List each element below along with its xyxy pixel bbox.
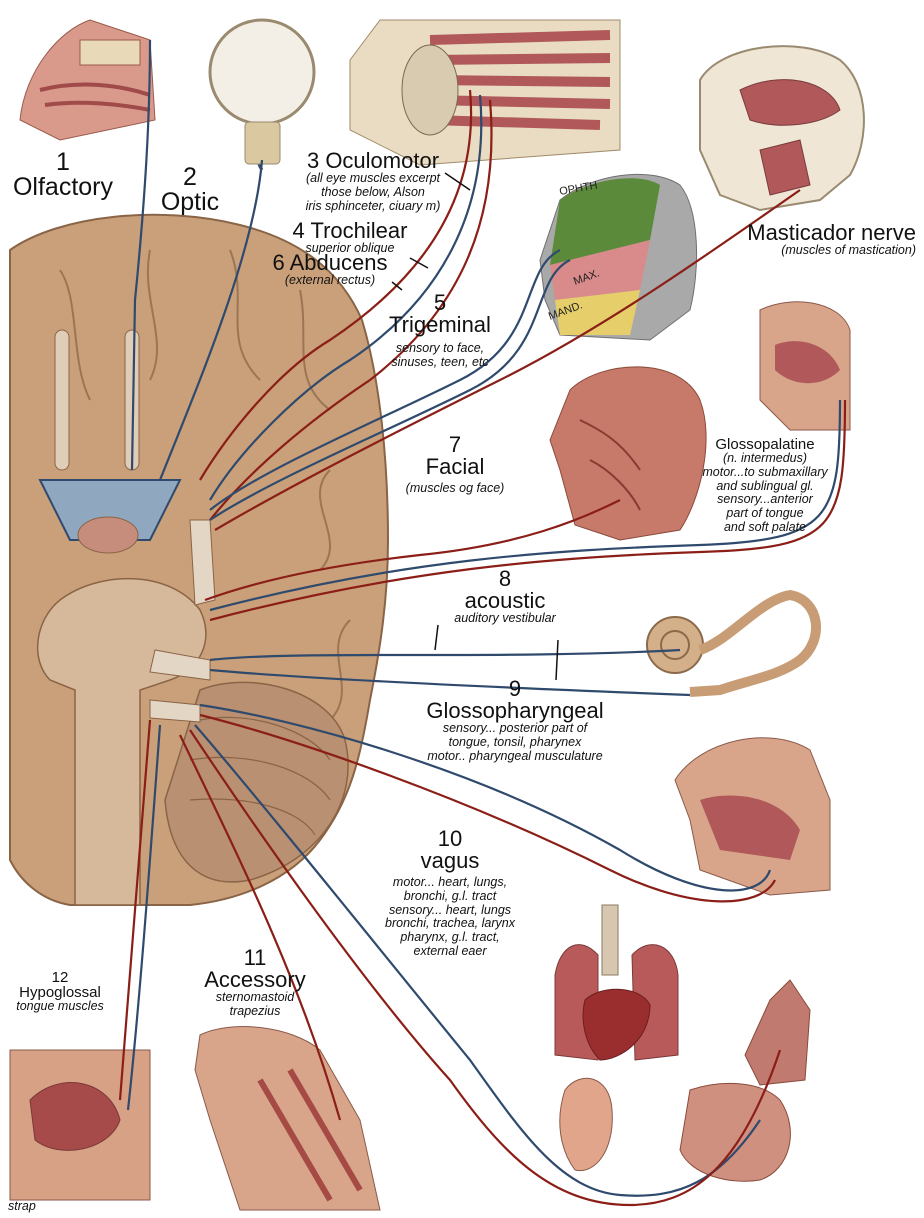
vagus-desc-6: external eaer bbox=[370, 945, 530, 959]
abducens-label: 6 Abducens (external rectus) bbox=[235, 252, 425, 288]
vagus-number: 10 bbox=[370, 828, 530, 850]
olfactory-label: 1 Olfactory bbox=[8, 150, 118, 200]
acoustic-desc: auditory vestibular bbox=[430, 612, 580, 626]
brain-underside bbox=[10, 215, 388, 905]
hypoglossal-number: 12 bbox=[5, 970, 115, 985]
trigeminal-number: 5 bbox=[360, 292, 520, 314]
hypoglossal-label: 12 Hypoglossal tongue muscles bbox=[5, 970, 115, 1014]
trigeminal-name: Trigeminal bbox=[360, 314, 520, 336]
stomach-intestines-image bbox=[680, 980, 810, 1181]
glossopalatine-desc-6: and soft palate bbox=[700, 521, 830, 535]
optic-name: Optic bbox=[150, 190, 230, 215]
trigeminal-label: 5 Trigeminal sensory to face, sinuses, t… bbox=[360, 292, 520, 370]
oculomotor-desc-3: iris sphinceter, ciuary m) bbox=[268, 200, 478, 214]
glossopharyngeal-desc-2: tongue, tonsil, pharynex bbox=[405, 736, 625, 750]
olfactory-name: Olfactory bbox=[8, 175, 118, 200]
optic-label: 2 Optic bbox=[150, 165, 230, 215]
vagus-name: vagus bbox=[370, 850, 530, 872]
glossopharyngeal-label: 9 Glossopharyngeal sensory... posterior … bbox=[405, 678, 625, 763]
trigeminal-desc-1: sensory to face, bbox=[360, 342, 520, 356]
hypoglossal-desc: tongue muscles bbox=[5, 1000, 115, 1014]
acoustic-number: 8 bbox=[430, 568, 580, 590]
eye-muscles-image bbox=[350, 20, 620, 165]
optic-number: 2 bbox=[150, 165, 230, 190]
glossopharyngeal-desc-1: sensory... posterior part of bbox=[405, 722, 625, 736]
masticador-label: Masticador nerve (muscles of mastication… bbox=[726, 222, 916, 258]
accessory-label: 11 Accessory sternomastoid trapezius bbox=[185, 947, 325, 1019]
glossopalatine-desc-1: (n. intermedus) bbox=[700, 452, 830, 466]
accessory-desc-1: sternomastoid bbox=[185, 991, 325, 1005]
lungs-heart-image bbox=[555, 905, 678, 1060]
vagus-desc-1: motor... heart, lungs, bbox=[370, 876, 530, 890]
oculomotor-desc-2: those below, Alson bbox=[268, 186, 478, 200]
external-ear-image bbox=[560, 1078, 613, 1170]
nasal-cavity-image bbox=[20, 20, 155, 140]
glossopharyngeal-name: Glossopharyngeal bbox=[405, 700, 625, 722]
accessory-number: 11 bbox=[185, 947, 325, 969]
pharynx-section-image bbox=[675, 738, 830, 895]
vagus-desc-5: pharynx, g.l. tract, bbox=[370, 931, 530, 945]
trochlear-title: 4 Trochilear bbox=[255, 220, 445, 242]
vagus-desc-3: sensory... heart, lungs bbox=[370, 904, 530, 918]
olfactory-number: 1 bbox=[8, 150, 118, 175]
facial-desc: (muscles og face) bbox=[390, 482, 520, 496]
tongue-section-image bbox=[10, 1050, 150, 1200]
skull-image bbox=[700, 46, 864, 210]
trigeminal-desc-2: sinuses, teen, etc bbox=[360, 356, 520, 370]
glossopalatine-desc-2: motor...to submaxillary bbox=[700, 466, 830, 480]
glossopharyngeal-number: 9 bbox=[405, 678, 625, 700]
vagus-label: 10 vagus motor... heart, lungs, bronchi,… bbox=[370, 828, 530, 959]
acoustic-label: 8 acoustic auditory vestibular bbox=[430, 568, 580, 626]
masticador-title: Masticador nerve bbox=[726, 222, 916, 244]
vagus-desc-4: bronchi, trachea, larynx bbox=[370, 917, 530, 931]
accessory-name: Accessory bbox=[185, 969, 325, 991]
oculomotor-title: 3 Oculomotor bbox=[268, 150, 478, 172]
accessory-desc-2: trapezius bbox=[185, 1005, 325, 1019]
masticador-desc: (muscles of mastication) bbox=[726, 244, 916, 258]
oral-cavity-section-image bbox=[760, 302, 850, 430]
abducens-desc: (external rectus) bbox=[235, 274, 425, 288]
facial-name: Facial bbox=[390, 456, 520, 478]
glossopalatine-title: Glossopalatine bbox=[700, 437, 830, 452]
glossopalatine-desc-3: and sublingual gl. bbox=[700, 480, 830, 494]
abducens-title: 6 Abducens bbox=[235, 252, 425, 274]
neck-muscles-image bbox=[195, 1027, 380, 1210]
credit-text: strap bbox=[8, 1200, 36, 1214]
glossopalatine-desc-4: sensory...anterior bbox=[700, 493, 830, 507]
glossopalatine-label: Glossopalatine (n. intermedus) motor...t… bbox=[700, 437, 830, 535]
oculomotor-desc-1: (all eye muscles excerpt bbox=[268, 172, 478, 186]
facial-number: 7 bbox=[390, 434, 520, 456]
vagus-desc-2: bronchi, g.l. tract bbox=[370, 890, 530, 904]
facial-label: 7 Facial (muscles og face) bbox=[390, 434, 520, 496]
glossopharyngeal-desc-3: motor.. pharyngeal musculature bbox=[405, 750, 625, 764]
acoustic-name: acoustic bbox=[430, 590, 580, 612]
oculomotor-label: 3 Oculomotor (all eye muscles excerpt th… bbox=[268, 150, 478, 213]
facial-muscles-head-image bbox=[550, 367, 706, 540]
eyeball-image bbox=[210, 20, 314, 170]
hypoglossal-name: Hypoglossal bbox=[5, 985, 115, 1000]
inner-ear-image bbox=[647, 595, 816, 692]
glossopalatine-desc-5: part of tongue bbox=[700, 507, 830, 521]
